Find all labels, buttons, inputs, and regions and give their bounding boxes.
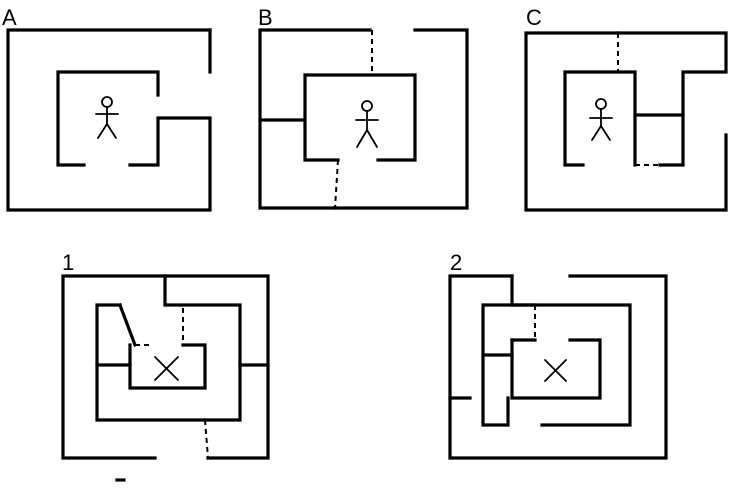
person-icon-a [95,96,119,139]
panel-label-2: 2 [450,250,462,275]
maze-walls-2 [448,274,668,460]
panel-label-a: A [2,5,17,30]
panel-a: A [2,5,212,212]
maze-walls-a [6,28,212,212]
panel-label-1: 1 [62,250,74,275]
panel-label-c: C [526,5,542,30]
x-mark-icon [154,356,179,381]
panel-label-b: B [258,5,273,30]
panel-b: B [258,5,469,210]
panel-1: 1 [61,250,270,482]
person-icon-b [355,100,379,148]
person-icon-c [589,98,613,141]
panel-2: 2 [448,250,668,460]
panel-c: C [524,5,728,212]
maze-walls-1 [61,274,270,482]
maze-walls-c [524,31,728,212]
maze-walls-b [258,28,469,210]
x-mark-icon [544,359,567,382]
